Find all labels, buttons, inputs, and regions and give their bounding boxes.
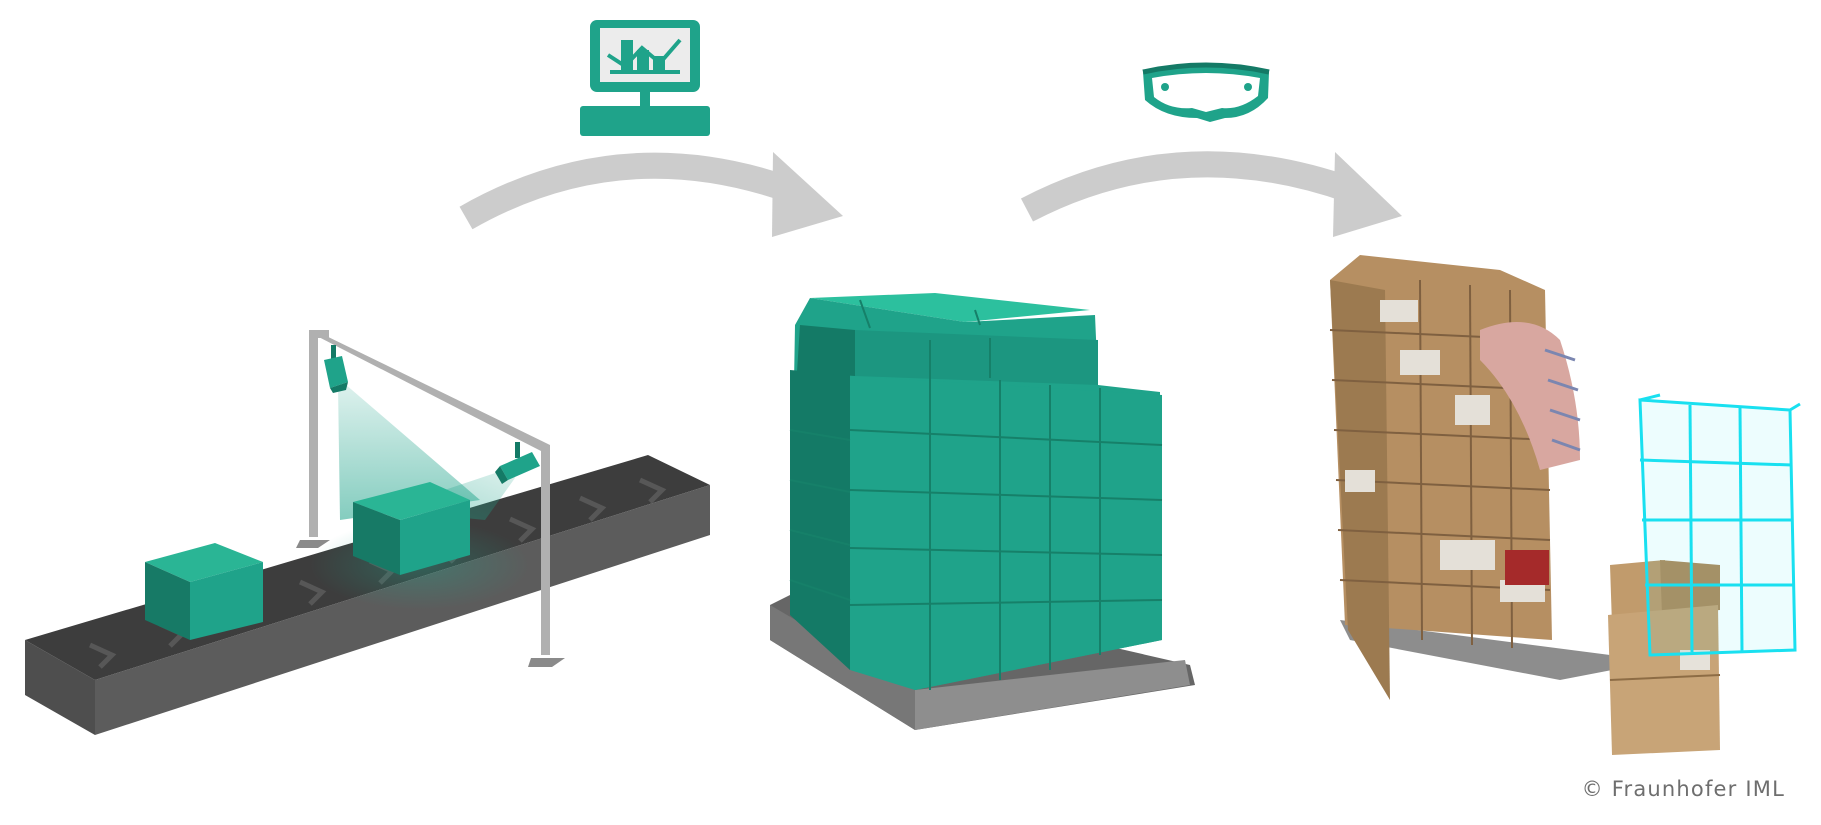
camera-beam-top xyxy=(338,384,480,520)
computer-monitor-icon xyxy=(580,20,710,136)
arrow-step-2-to-3 xyxy=(1020,151,1402,237)
copyright-notice: © Fraunhofer IML xyxy=(1581,777,1785,801)
conveyor-scanning-step xyxy=(25,330,710,735)
pallet-stack-icon xyxy=(770,293,1195,730)
camera-side-icon xyxy=(495,442,540,484)
parcel-box-scanned xyxy=(353,482,470,575)
ar-overlay-grid xyxy=(1638,393,1801,657)
arrow-step-1-to-2 xyxy=(459,152,843,237)
scanner-frame xyxy=(296,330,565,667)
parcel-box-left xyxy=(145,543,263,640)
camera-top-icon xyxy=(324,345,348,393)
ar-headset-icon xyxy=(1142,62,1270,122)
